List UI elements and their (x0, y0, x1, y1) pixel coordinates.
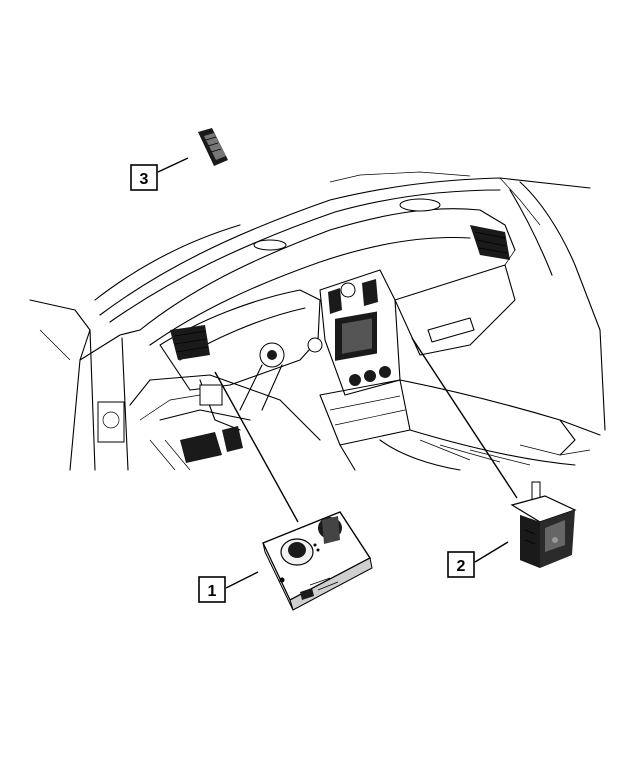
leader-lines (157, 157, 518, 589)
callout-2: 2 (447, 551, 475, 578)
callout-3-label: 3 (140, 171, 149, 188)
callout-3: 3 (130, 164, 158, 191)
switch-clip-icon (198, 128, 228, 166)
callout-2-label: 2 (457, 558, 466, 575)
callout-1-label: 1 (208, 583, 217, 600)
dashboard-illustration (29, 171, 606, 471)
callout-1: 1 (198, 576, 226, 603)
sensor-module-icon (510, 481, 577, 568)
headlamp-switch-icon (262, 511, 373, 611)
